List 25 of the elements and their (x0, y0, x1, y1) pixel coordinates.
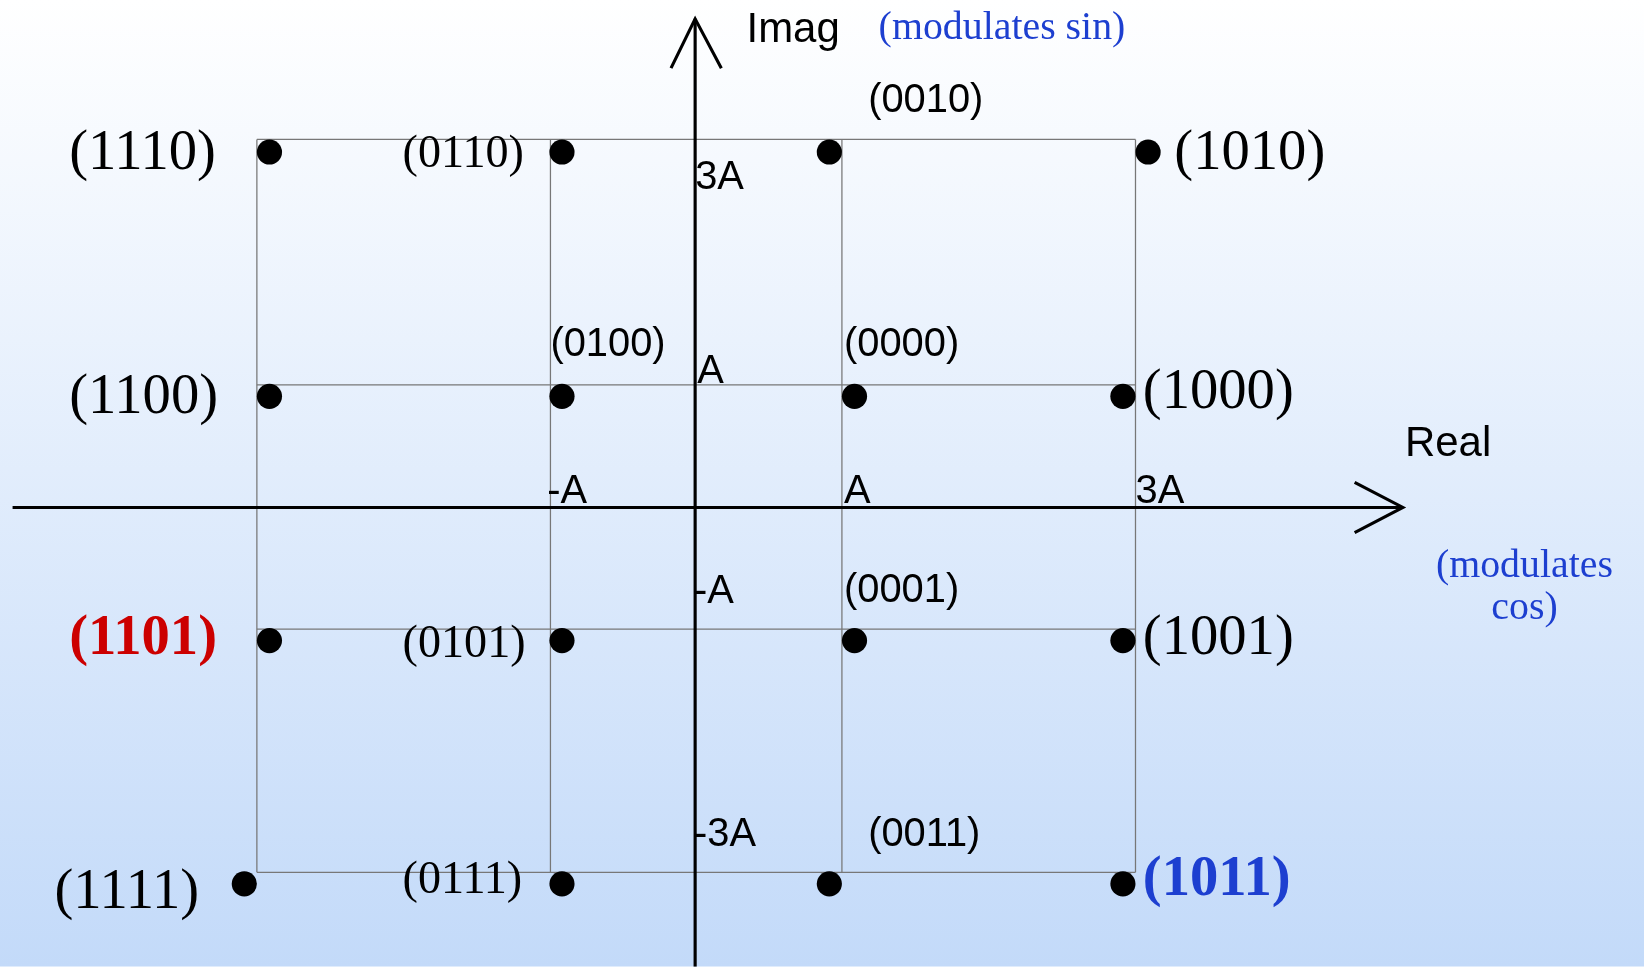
point-label: (0111) (402, 854, 523, 903)
point-label: (1010) (1174, 120, 1326, 180)
axis-note: (modulates cos) (1434, 543, 1614, 627)
point-label: (0110) (402, 127, 524, 177)
tick-label: 3A (1135, 469, 1185, 512)
point-label: (0011) (868, 812, 981, 855)
tick-label: -A (547, 469, 588, 512)
point-label: (1100) (69, 364, 219, 425)
point-label: (1101) (69, 606, 218, 666)
axis-label: Real (1404, 419, 1492, 464)
point-label: (1111) (54, 859, 200, 920)
axis-note: (modulates sin) (878, 5, 1126, 48)
point-label: (0101) (402, 618, 526, 667)
tick-label: A (844, 469, 871, 512)
point-label: (1110) (69, 120, 216, 180)
tick-label: A (697, 349, 724, 391)
tick-label: 3A (695, 155, 744, 197)
point-label: (1000) (1142, 359, 1294, 420)
point-label: (0000) (844, 322, 960, 365)
point-label: (0100) (550, 322, 666, 365)
axis-label: Imag (746, 5, 840, 50)
point-label: (1011) (1142, 847, 1291, 907)
point-label: (0001) (844, 568, 960, 611)
point-label: (1001) (1142, 606, 1294, 666)
point-label: (0010) (868, 78, 984, 121)
